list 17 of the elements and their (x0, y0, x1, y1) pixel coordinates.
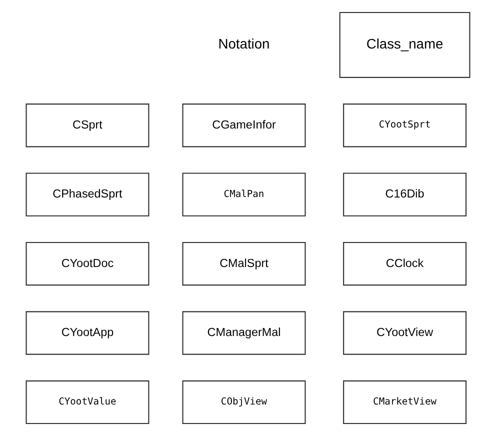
label: Notation (218, 36, 270, 52)
node-box: CYootApp (26, 311, 150, 355)
node-box: CYootDoc (26, 242, 150, 286)
node-box: CMalPan (182, 172, 306, 216)
node-box: CSprt (26, 104, 150, 148)
node-box: CObjView (182, 380, 306, 424)
node-box: CYootSprt (343, 104, 467, 148)
node-box: CManagerMal (182, 311, 306, 355)
node-box: CYootValue (26, 380, 150, 424)
node-box: CPhasedSprt (26, 172, 150, 216)
node-box: CYootView (343, 311, 467, 355)
node-box: Class_name (339, 12, 470, 78)
node-box: CMarketView (343, 380, 467, 424)
node-box: CMalSprt (182, 242, 306, 286)
node-box: CClock (343, 242, 467, 286)
node-box: CGameInfor (182, 104, 306, 148)
node-box: C16Dib (343, 172, 467, 216)
